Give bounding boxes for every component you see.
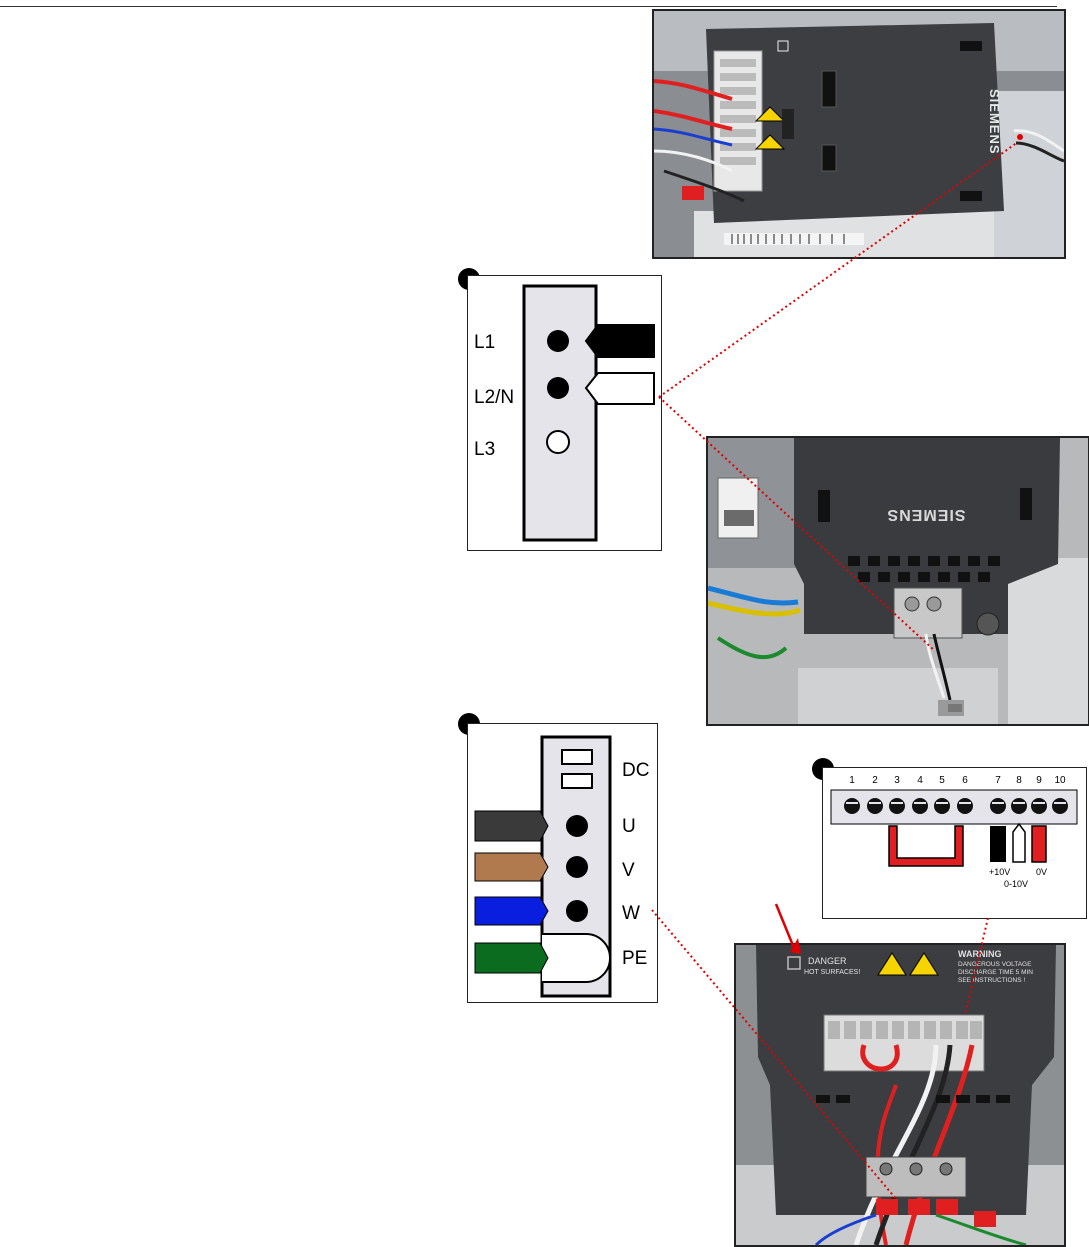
header-rule xyxy=(0,6,1057,7)
control-terminal-number: 2 xyxy=(872,775,878,786)
drive-top-photo: SIEMENS xyxy=(652,9,1066,259)
control-terminal-strip: +10V 0-10V 0V 1 2 3 4 5 6 7 8 9 10 xyxy=(830,775,1078,889)
control-terminal-number: 10 xyxy=(1054,775,1066,786)
control-terminal-number: 4 xyxy=(917,775,923,786)
drive-control-photo: DANGER HOT SURFACES! WARNING DANGEROUS V… xyxy=(734,943,1066,1247)
terminal-label-u: U xyxy=(622,816,636,837)
control-voltage-0v: 0V xyxy=(1036,867,1047,877)
control-terminal-number: 9 xyxy=(1036,775,1042,786)
warning-title: WARNING xyxy=(958,949,1002,959)
control-terminal-diagram: +10V 0-10V 0V 1 2 3 4 5 6 7 8 9 10 xyxy=(822,767,1087,919)
terminal-label-l1: L1 xyxy=(474,332,496,353)
warning-line-3: SEE INSTRUCTIONS ! xyxy=(958,977,1025,984)
danger-line: HOT SURFACES! xyxy=(804,969,860,976)
drive-control-illustration: DANGER HOT SURFACES! WARNING DANGEROUS V… xyxy=(736,945,1064,1245)
terminal-label-v: V xyxy=(622,860,635,881)
drive-power-photo: SIEMENS xyxy=(706,436,1089,726)
control-terminal-number: 6 xyxy=(962,775,968,786)
danger-title: DANGER xyxy=(808,956,847,966)
power-terminal-block xyxy=(522,284,655,542)
control-voltage-0-10v: 0-10V xyxy=(1004,879,1028,889)
terminal-label-w: W xyxy=(622,903,640,924)
warning-line-2: DISCHARGE TIME 5 MIN xyxy=(958,969,1033,976)
brand-text-top: SIEMENS xyxy=(987,89,1002,155)
motor-terminal-diagram: DC U V W PE xyxy=(467,723,658,1003)
warning-line-1: DANGEROUS VOLTAGE xyxy=(958,961,1032,968)
terminal-label-dc: DC xyxy=(622,760,650,781)
control-terminal-number: 1 xyxy=(849,775,855,786)
brand-text-bottom: SIEMENS xyxy=(886,506,965,523)
drive-power-illustration: SIEMENS xyxy=(708,438,1088,724)
control-terminal-number: 5 xyxy=(939,775,945,786)
motor-terminal-block xyxy=(474,735,612,998)
terminal-label-pe: PE xyxy=(622,948,648,969)
terminal-label-l2n: L2/N xyxy=(474,387,515,408)
terminal-label-l3: L3 xyxy=(474,439,496,460)
control-voltage-plus10v: +10V xyxy=(989,867,1010,877)
power-terminal-diagram: L1 L2/N L3 xyxy=(467,275,662,551)
control-terminal-number: 8 xyxy=(1016,775,1022,786)
control-terminal-number: 3 xyxy=(894,775,900,786)
pointer-arrow-shaft xyxy=(774,903,796,949)
control-terminal-number: 7 xyxy=(995,775,1001,786)
drive-top-illustration: SIEMENS xyxy=(654,11,1064,257)
